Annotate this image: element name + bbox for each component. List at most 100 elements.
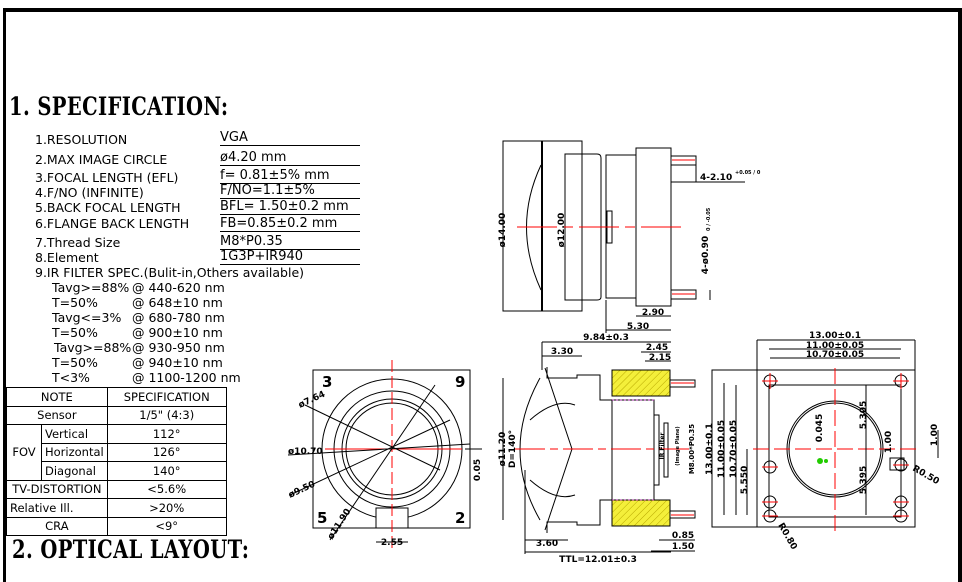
side-view: ø14.00 ø12.00 4-2.10 +0.05 / 0 4-ø0.90 0… — [498, 140, 761, 333]
dim-fov-d: D=140° — [508, 430, 518, 468]
thread-section — [611, 399, 655, 501]
dim-d12: ø12.00 — [557, 213, 567, 248]
dim-0-05: 0.05 — [473, 459, 483, 481]
label-ir-filter: IR Filter — [659, 432, 666, 459]
spec-value: ø4.20 mm — [220, 151, 360, 166]
dim-height-13: 13.00±0.1 — [705, 423, 715, 475]
leader-11-90 — [329, 384, 436, 541]
thread-body — [564, 153, 602, 301]
fov-diagonal-label: Diagonal — [41, 461, 108, 481]
spec-label: 4.F/NO (INFINITE) — [35, 185, 144, 200]
dim-height-10-70: 10.70±0.05 — [729, 420, 739, 478]
spec-value: BFL= 1.50±0.2 mm — [220, 200, 360, 215]
drawing-frame — [3, 8, 962, 582]
dim-5-30: 5.30 — [627, 322, 649, 332]
spec-label: 7.Thread Size — [35, 235, 121, 250]
dim-height-11: 11.00±0.05 — [717, 420, 727, 478]
spec-label: 2.MAX IMAGE CIRCLE — [35, 152, 168, 167]
dim-ttl: TTL=12.01±0.3 — [559, 555, 637, 565]
spec-value: FB=0.85±0.2 mm — [220, 217, 360, 232]
leader-9-50 — [289, 419, 451, 496]
dim-5-550: 5.550 — [740, 466, 750, 494]
dim-2-55: 2.55 — [381, 538, 403, 548]
dim-pin-length-tol: +0.05 / 0 — [735, 170, 761, 176]
pin — [669, 510, 696, 519]
dim-width-10-70: 10.70±0.05 — [806, 350, 864, 360]
spec-value: F/NO=1.1±5% — [220, 184, 360, 199]
ir-cond: Tavg>=88% — [52, 280, 130, 295]
ir-range: @ 940±10 nm — [132, 355, 223, 370]
notch — [889, 457, 905, 471]
section-title-optical-layout: 2. OPTICAL LAYOUT: — [12, 535, 250, 564]
dim-pin-length: 4-2.10 — [700, 173, 732, 183]
leader-10-70 — [287, 443, 471, 456]
dim-width-11: 11.00±0.05 — [806, 341, 864, 351]
bottom-view: 13.00±0.1 11.00±0.05 10.70±0.05 13.00±0.… — [705, 331, 941, 552]
image-plane — [663, 422, 669, 478]
fov-horizontal-label: Horizontal — [41, 442, 108, 462]
spec-label: 5.BACK FOCAL LENGTH — [35, 200, 181, 215]
ir-cond: Tavg<=3% — [52, 310, 122, 325]
row-distortion-value: <5.6% — [106, 479, 227, 499]
dim-d14: ø14.00 — [498, 213, 508, 248]
dim-total-length: 9.84±0.3 — [583, 333, 629, 343]
pin — [669, 379, 696, 388]
dim-d11-20: ø11.20 — [498, 432, 508, 467]
spec-label: 3.FOCAL LENGTH (EFL) — [35, 170, 179, 185]
ir-range: @ 900±10 nm — [132, 325, 223, 340]
ir-cond: T=50% — [52, 325, 98, 340]
dim-5-395: 5.395 — [859, 466, 869, 494]
ir-filter-glass — [653, 414, 660, 486]
row-cra-label: CRA — [6, 516, 108, 536]
row-fov-label: FOV — [6, 424, 42, 481]
dim-2-45: 2.45 — [646, 343, 668, 353]
corner-label: 9 — [455, 373, 465, 391]
spec-value: f= 0.81±5% mm — [220, 169, 360, 184]
dim-pin-dia-tol: 0 / -0.05 — [706, 207, 712, 231]
ir-filter-title: 9.IR FILTER SPEC.(Bulit-in,Others availa… — [35, 265, 305, 280]
inner-lens — [529, 402, 576, 498]
front-view: 3 9 5 2 ø7.64 ø10.70 ø9.50 ø11.90 0.05 2… — [287, 360, 483, 550]
ir-cond: T=50% — [52, 295, 98, 310]
ir-range: @ 680-780 nm — [132, 310, 225, 325]
dim-pin-dia: 4-ø0.90 — [701, 236, 711, 274]
fov-vertical-value: 112° — [106, 424, 227, 444]
dim-5-305: 5.305 — [859, 401, 869, 429]
dim-d11-90: ø11.90 — [326, 507, 353, 542]
ir-range: @ 648±10 nm — [132, 295, 223, 310]
dim-d10-70: ø10.70 — [288, 447, 323, 457]
dim-width-13: 13.00±0.1 — [809, 331, 861, 341]
optical-center-dot — [817, 458, 823, 464]
ir-range: @ 440-620 nm — [132, 280, 225, 295]
ir-range: @ 1100-1200 nm — [132, 370, 241, 385]
optical-center-dot — [824, 459, 828, 463]
mounting-holes — [762, 373, 909, 523]
dim-d7-64: ø7.64 — [297, 390, 327, 411]
ir-cond: Tavg>=88% — [54, 340, 132, 355]
corner-label: 2 — [455, 509, 465, 527]
holder-section-bottom — [611, 499, 671, 527]
technical-drawings: ø14.00 ø12.00 4-2.10 +0.05 / 0 4-ø0.90 0… — [287, 140, 941, 565]
dim-0-85: 0.85 — [672, 531, 694, 541]
ir-cond: T=50% — [52, 355, 98, 370]
corner-label: 3 — [322, 373, 332, 391]
dim-0-045: 0.045 — [815, 414, 825, 442]
spec-label: 6.FLANGE BACK LENGTH — [35, 216, 190, 231]
dim-2-90: 2.90 — [642, 308, 664, 318]
spec-value: M8*P0.35 — [220, 235, 360, 250]
dim-1-00-outer: 1.00 — [930, 424, 940, 446]
label-image-plane: (Image Plane) — [675, 426, 681, 465]
pin-top — [670, 155, 697, 166]
spec-value: VGA — [220, 131, 360, 146]
spec-label: 1.RESOLUTION — [35, 132, 128, 147]
section-title-specification: 1. SPECIFICATION: — [9, 92, 229, 121]
ir-range: @ 930-950 nm — [132, 340, 225, 355]
dim-2-15: 2.15 — [649, 353, 671, 363]
section-view: 9.84±0.3 3.30 2.45 2.15 ø11.20 D=140° IR… — [498, 333, 696, 565]
pin-bottom — [670, 289, 697, 300]
spec-value: 1G3P+IR940 — [220, 250, 360, 265]
dim-1-00-inner: 1.00 — [884, 431, 894, 453]
holder-section-top — [611, 369, 671, 397]
row-cra-value: <9° — [106, 516, 227, 536]
